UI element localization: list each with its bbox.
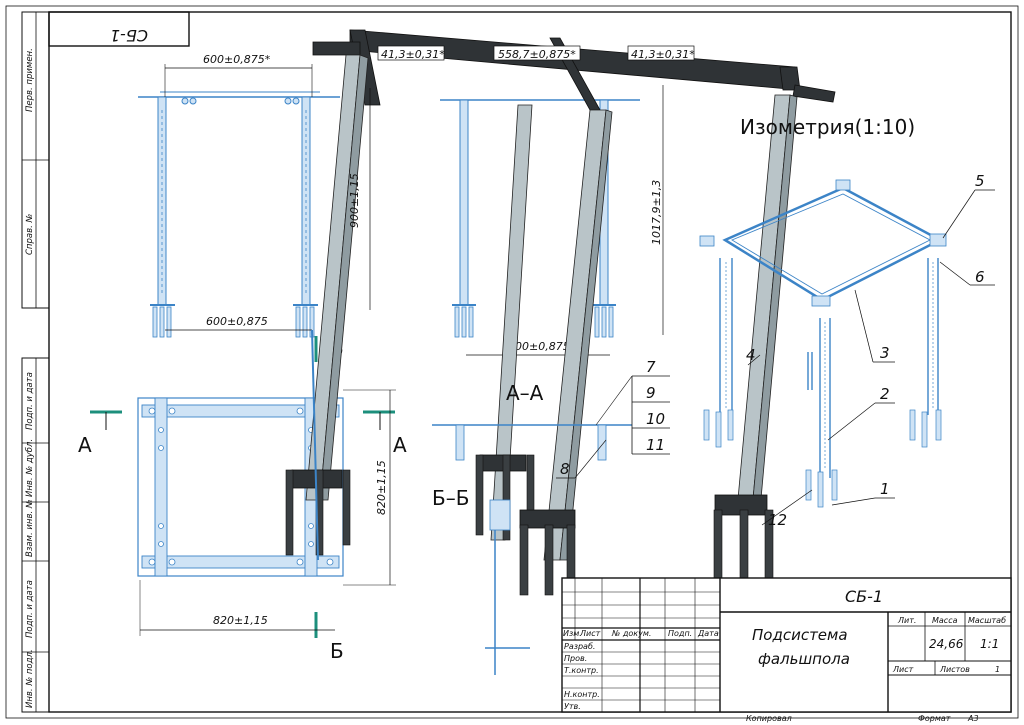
isometric-assembly: А–А Б–Б 900±1,15 41,3±0,31* 558,7±0,875*…: [285, 29, 836, 675]
front-view-left: 600±0,875* 600±0,875: [138, 53, 340, 338]
tb-format-label: Формат: [918, 714, 951, 723]
top-stamp: СБ-1: [48, 11, 190, 47]
side-label-1: Справ. №: [25, 213, 35, 255]
side-stamp: Перв. примен. Справ. № Подп. и дата Инв.…: [21, 11, 50, 713]
front-view-middle: 600±0,875 1017,9±1,3: [440, 85, 664, 356]
dim-height-total: 1017,9±1,3: [650, 180, 663, 245]
tb-row-date: Дата: [697, 629, 719, 638]
pos-label-6: 6: [975, 268, 985, 286]
section-mark-a-left: А: [78, 433, 92, 457]
tb-scale: 1:1: [980, 637, 999, 651]
tb-sheets-label: Листов: [939, 665, 970, 674]
side-label-3: Инв. № дубл.: [25, 439, 35, 497]
tb-role-4: Н.контр.: [564, 690, 600, 699]
tb-role-1: Пров.: [564, 654, 587, 663]
dim-mid-bottom: 600±0,875: [508, 340, 570, 353]
dim-offset-right: 41,3±0,31*: [631, 48, 695, 61]
dim-top-bottom: 600±0,875: [206, 315, 268, 328]
pos-label-12: 12: [768, 511, 787, 529]
side-label-4: Взам. инв. №: [25, 499, 35, 557]
dim-offset-left: 41,3±0,31*: [381, 48, 445, 61]
small-isometric: Изометрия(1:10): [699, 115, 995, 529]
pos-label-11: 11: [646, 436, 665, 454]
tb-row-doc: № докум.: [611, 629, 651, 638]
pos-label-2: 2: [880, 385, 890, 403]
tb-row-sign: Подп.: [668, 629, 692, 638]
pos-label-7: 7: [646, 358, 656, 376]
tb-sheet-label: Лист: [892, 665, 914, 674]
side-label-2: Подп. и дата: [25, 372, 35, 430]
plan-view: А А Б Б 820±1,15 820±1,15: [78, 336, 407, 663]
title-block: СБ-1 Подсистема фальшпола Лит. Масса Мас…: [561, 577, 1012, 723]
section-label-aa: А–А: [506, 381, 544, 405]
side-label-6: Инв. № подл.: [25, 649, 35, 708]
section-mark-b-bottom: Б: [330, 639, 344, 663]
tb-format-value: A3: [967, 714, 979, 723]
dim-plan-height: 820±1,15: [375, 460, 388, 515]
section-label-bb: Б–Б: [432, 486, 469, 510]
tb-role-0: Разраб.: [564, 642, 595, 651]
tb-role-2: Т.контр.: [564, 666, 599, 675]
dim-plan-width: 820±1,15: [213, 614, 268, 627]
pos-label-1: 1: [880, 480, 890, 498]
pos-label-4: 4: [746, 346, 756, 364]
pos-label-5: 5: [975, 172, 985, 190]
tb-sheets-value: 1: [995, 665, 1000, 674]
dim-span-mid: 558,7±0,875*: [498, 48, 576, 61]
dim-top-width: 600±0,875*: [203, 53, 271, 66]
tb-copied: Копировал: [746, 714, 792, 723]
section-mark-a-right: А: [393, 433, 407, 457]
tb-col-mass: Масса: [932, 616, 958, 625]
tb-mass: 24,66: [929, 637, 964, 651]
top-stamp-code: СБ-1: [110, 26, 148, 45]
dim-height-left: 900±1,15: [348, 173, 361, 228]
tb-role-5: Утв.: [564, 702, 581, 711]
pos-label-8: 8: [560, 460, 570, 478]
tb-name-line1: Подсистема: [752, 626, 848, 644]
tb-row-list: Лист: [579, 629, 601, 638]
tb-designation: СБ-1: [845, 587, 883, 606]
pos-label-3: 3: [880, 344, 890, 362]
pos-label-10: 10: [646, 410, 665, 428]
outer-frame: [5, 5, 1019, 719]
view-title: Изометрия(1:10): [740, 115, 915, 139]
tb-row-izm: Изм.: [563, 629, 582, 638]
tb-name-line2: фальшпола: [758, 650, 850, 668]
side-label-0: Перв. примен.: [25, 48, 35, 112]
pos-label-9: 9: [646, 384, 656, 402]
tb-col-scale: Масштаб: [968, 616, 1006, 625]
side-label-5: Подп. и дата: [25, 580, 35, 638]
tb-col-lit: Лит.: [897, 616, 916, 625]
position-callouts-mid: 7 9 10 11 8: [556, 358, 670, 479]
